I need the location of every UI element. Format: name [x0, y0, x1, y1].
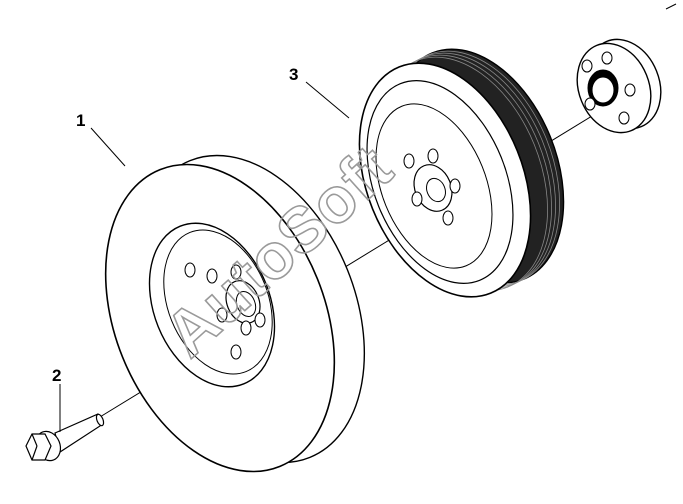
leader-lines	[59, 81, 350, 432]
callout-part-1: 1	[76, 111, 85, 130]
damper-bolt-holes	[184, 262, 266, 360]
grooved-pulley-part-3	[358, 48, 565, 298]
flange-bolt-part-2	[25, 413, 105, 462]
callout-part-3: 3	[289, 65, 298, 84]
corner-mark	[665, 3, 677, 10]
callout-part-2: 2	[52, 366, 61, 385]
adapter-bolt-holes	[581, 51, 636, 125]
hub-adapter	[576, 38, 662, 134]
damper-disc-part-1	[104, 154, 366, 473]
pulley-bolt-holes	[403, 148, 461, 226]
